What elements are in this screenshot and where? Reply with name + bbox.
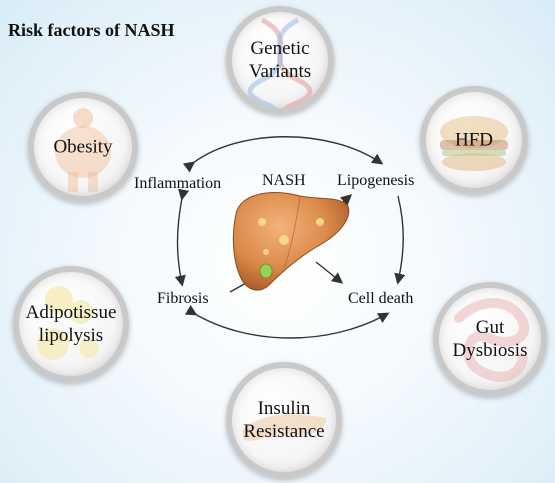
arrow-inflammation-lipogenesis <box>182 136 384 173</box>
arrow-lipogenesis-celldeath <box>394 195 406 285</box>
adipotissue-lipolysis-label: Adipotissue lipolysis <box>25 302 117 346</box>
obesity-circle: Obesity <box>28 92 138 202</box>
gut-dysbiosis-circle: Gut Dysbiosis <box>433 282 547 396</box>
gut-dysbiosis-label: Gut Dysbiosis <box>452 317 528 361</box>
arrow-fibrosis-celldeath <box>184 304 390 339</box>
nash-label: NASH <box>262 172 306 189</box>
insulin-resistance-circle: Insulin Resistance <box>226 362 342 478</box>
cell-death-label: Cell death <box>348 290 414 307</box>
genetic-variants-label: Genetic Variants <box>248 38 312 82</box>
fibrosis-label: Fibrosis <box>157 290 209 307</box>
inflammation-label: Inflammation <box>134 175 222 192</box>
pancreas-icon <box>242 414 327 441</box>
adipotissue-lipolysis-circle: Adipotissue lipolysis <box>13 266 129 382</box>
intestine-icon <box>454 298 530 382</box>
diagram-title: Risk factors of NASH <box>8 20 175 40</box>
insulin-resistance-label: Insulin Resistance <box>243 398 325 442</box>
hfd-circle: HFD <box>420 86 528 194</box>
fat-cells-icon <box>37 286 99 360</box>
hfd-label: HFD <box>454 129 493 151</box>
obese-figure-icon <box>55 108 111 192</box>
dna-helix-icon <box>247 17 313 108</box>
lipogenesis-label: Lipogenesis <box>337 172 415 189</box>
arrow-liver-celldeath <box>315 261 344 284</box>
arrow-inflammation-fibrosis <box>174 188 190 287</box>
liver-icon <box>232 192 350 291</box>
obesity-label: Obesity <box>53 136 113 158</box>
genetic-variants-circle: Genetic Variants <box>226 6 334 114</box>
burger-icon <box>440 116 508 171</box>
